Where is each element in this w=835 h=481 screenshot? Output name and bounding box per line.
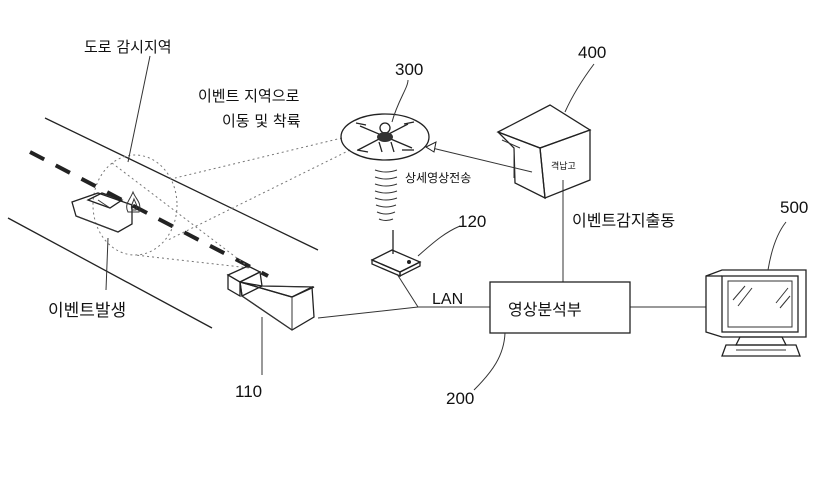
leader-300	[391, 79, 409, 123]
lan-label: LAN	[432, 291, 463, 308]
leader-200	[473, 332, 506, 391]
ref-router: 120	[458, 212, 486, 231]
road-area-label: 도로 감시지역	[84, 38, 172, 56]
hangar-label: 격납고	[551, 160, 576, 172]
road-edge-top	[44, 117, 319, 251]
ref-analyzer: 200	[446, 389, 474, 408]
dispatch-arrow	[431, 147, 533, 173]
monitoring-zone	[92, 154, 178, 256]
arrowhead-icon	[424, 141, 437, 153]
monitor-icon	[705, 269, 807, 357]
router-icon	[370, 230, 422, 278]
ref-drone: 300	[395, 60, 423, 79]
leader-event	[105, 237, 109, 291]
ref-monitor: 500	[780, 198, 808, 217]
event-move-label-line2: 이동 및 착륙	[222, 112, 301, 130]
event-dispatch-label: 이벤트감지출동	[572, 211, 675, 230]
drone-icon	[340, 113, 430, 161]
event-move-label-line1: 이벤트 지역으로	[198, 87, 300, 105]
leader-road-area	[127, 55, 151, 163]
fire-icon	[126, 190, 141, 213]
wireless-signal-icon	[374, 169, 398, 221]
drone-view-line-2	[167, 149, 351, 241]
event-occurrence-label: 이벤트발생	[48, 301, 126, 321]
car-icon	[71, 192, 133, 233]
road	[7, 117, 319, 329]
road-center-line	[29, 150, 269, 278]
analysis-unit-label: 영상분석부	[508, 300, 582, 319]
leader-500	[767, 221, 787, 271]
analysis-unit-box	[489, 281, 631, 334]
hangar-icon	[496, 104, 592, 200]
drone-view-line-1	[174, 137, 343, 179]
lan-link-camera	[317, 306, 490, 319]
camera-view-lines	[111, 162, 252, 269]
road-edge-bottom	[7, 217, 213, 329]
ref-camera: 110	[235, 382, 262, 401]
leader-400	[564, 63, 595, 113]
detail-video-label: 상세영상전송	[405, 171, 471, 185]
ref-hangar: 400	[578, 43, 606, 62]
lan-link-router	[396, 273, 419, 308]
camera-icon	[226, 265, 315, 331]
leader-120	[417, 225, 461, 257]
